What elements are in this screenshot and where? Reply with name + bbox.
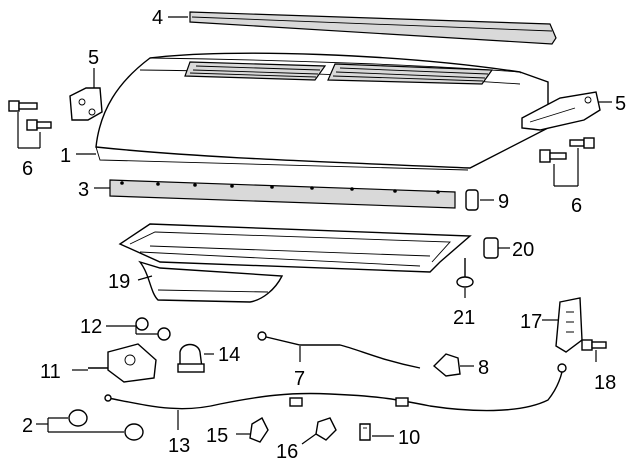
callout-14: 14: [218, 344, 240, 366]
weatherstrip-part: [189, 11, 557, 45]
callout-17: 17: [520, 311, 542, 333]
callout-8: 8: [478, 357, 489, 379]
bracket-part: [555, 297, 583, 353]
release-handle-part: [177, 343, 205, 373]
inner-panel-part: [118, 223, 472, 303]
callout-1: 1: [60, 145, 71, 167]
callout-19: 19: [108, 271, 130, 293]
callout-7: 7: [294, 368, 305, 390]
plug-part: [135, 317, 171, 341]
callout-15: 15: [206, 425, 228, 447]
clip-9-part: [465, 189, 479, 211]
stop-screw-part: [456, 258, 474, 288]
callout-4: 4: [152, 7, 163, 29]
hinge-right-part: [521, 91, 601, 131]
bolt-18-part: [581, 339, 607, 351]
callout-12: 12: [80, 316, 102, 338]
bumper-part: [483, 237, 499, 259]
clip-10-part: [359, 423, 371, 441]
rod-clip-part: [432, 353, 461, 377]
callout-16: 16: [276, 441, 298, 463]
callout-6-left: 6: [22, 158, 33, 180]
front-seal-part: [109, 179, 456, 209]
callout-20: 20: [512, 239, 534, 261]
callout-21: 21: [453, 307, 475, 329]
callout-18: 18: [594, 372, 616, 394]
clip-16-part: [315, 417, 337, 441]
hood-panel-part: [95, 52, 549, 171]
callout-6-right: 6: [571, 195, 582, 217]
callout-9: 9: [498, 191, 509, 213]
bolt-group-left: [8, 100, 52, 131]
clip-15-part: [249, 417, 269, 443]
grommet-part: [68, 409, 144, 441]
callout-3: 3: [78, 179, 89, 201]
leader-lines: [17, 16, 612, 445]
callout-13: 13: [168, 435, 190, 457]
latch-part: [88, 343, 157, 383]
support-rod-part: [257, 331, 421, 369]
callout-10: 10: [398, 427, 420, 449]
callout-11: 11: [40, 361, 61, 383]
bolt-group-right: [539, 137, 595, 163]
callout-labels: 4 5 5 6 6 1 3 9 20 19 21 17 18 12 14 7 8…: [22, 7, 626, 463]
release-cable-part: [104, 363, 567, 412]
callout-5-right: 5: [615, 93, 626, 115]
hinge-left-part: [69, 87, 103, 121]
callout-2: 2: [22, 415, 33, 437]
callout-5-left: 5: [88, 47, 99, 69]
